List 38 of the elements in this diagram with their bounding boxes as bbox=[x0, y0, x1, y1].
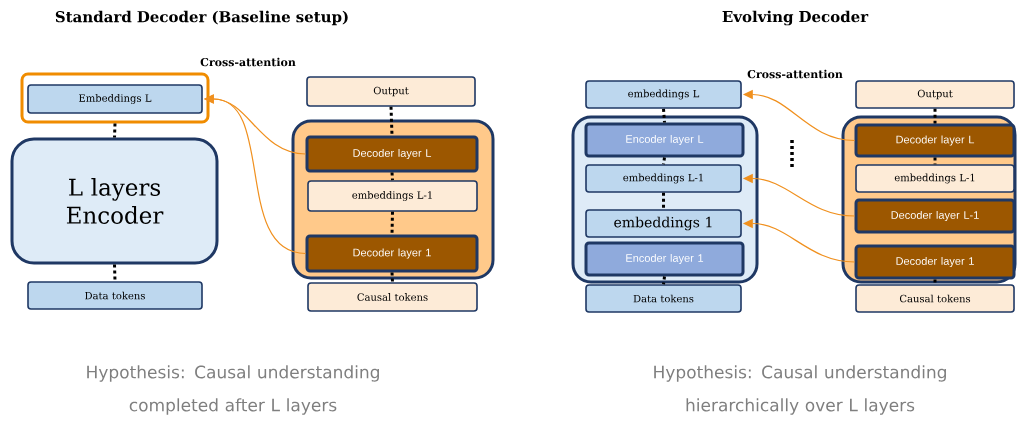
decoder-layer-box: Decoder layer 1 bbox=[854, 244, 1016, 280]
embedding-box: Causal tokens bbox=[307, 282, 478, 312]
dotted-connector bbox=[662, 276, 666, 285]
dotted-connector bbox=[390, 172, 394, 181]
cross-attention-label: Cross-attention bbox=[747, 69, 843, 79]
embedding-box: embeddings 1 bbox=[585, 209, 742, 238]
embedding-box: embeddings L bbox=[585, 80, 742, 109]
dotted-connector bbox=[662, 157, 666, 165]
embedding-box: Data tokens bbox=[27, 281, 203, 310]
panel-title: Standard Decoder (Baseline setup) bbox=[55, 10, 348, 26]
embedding-box: Causal tokens bbox=[855, 284, 1015, 313]
encoder-layer-box: Encoder layer 1 bbox=[584, 241, 745, 277]
decoder-layer-box: Decoder layer L-1 bbox=[854, 198, 1016, 234]
hypothesis-text: Hypothesis: Causal understanding completed after L layers bbox=[87, 365, 379, 415]
dotted-connector bbox=[390, 272, 394, 283]
embedding-box: Data tokens bbox=[585, 284, 742, 313]
embedding-box: embeddings L-1 bbox=[307, 180, 478, 212]
embedding-box: Output bbox=[306, 76, 476, 107]
embedding-box: embeddings L-1 bbox=[585, 164, 742, 193]
dotted-connector bbox=[662, 192, 665, 210]
hypothesis-text: Hypothesis: Causal understanding hierarchically over L layers bbox=[654, 365, 946, 415]
dotted-connector bbox=[113, 264, 117, 282]
panel-title: Evolving Decoder bbox=[722, 10, 869, 26]
embedding-box: embeddings L-1 bbox=[855, 164, 1015, 193]
cross-attention-label: Cross-attention bbox=[200, 57, 296, 67]
embedding-box: Embeddings L bbox=[27, 84, 203, 114]
dotted-connector bbox=[390, 211, 394, 235]
decoder-layer-box: Decoder layer L bbox=[305, 135, 479, 173]
dotted-connector bbox=[933, 108, 937, 124]
decoder-layer-box: Decoder layer L bbox=[854, 123, 1016, 158]
dotted-connector bbox=[113, 123, 117, 138]
dotted-connector bbox=[662, 108, 666, 123]
dotted-connector bbox=[389, 106, 394, 136]
embedding-box: Output bbox=[855, 80, 1015, 109]
encoder-box: L layers Encoder bbox=[10, 137, 219, 265]
decoder-layer-box: Decoder layer 1 bbox=[305, 234, 479, 273]
encoder-layer-box: Encoder layer L bbox=[584, 122, 745, 158]
dotted-connector bbox=[933, 279, 937, 285]
